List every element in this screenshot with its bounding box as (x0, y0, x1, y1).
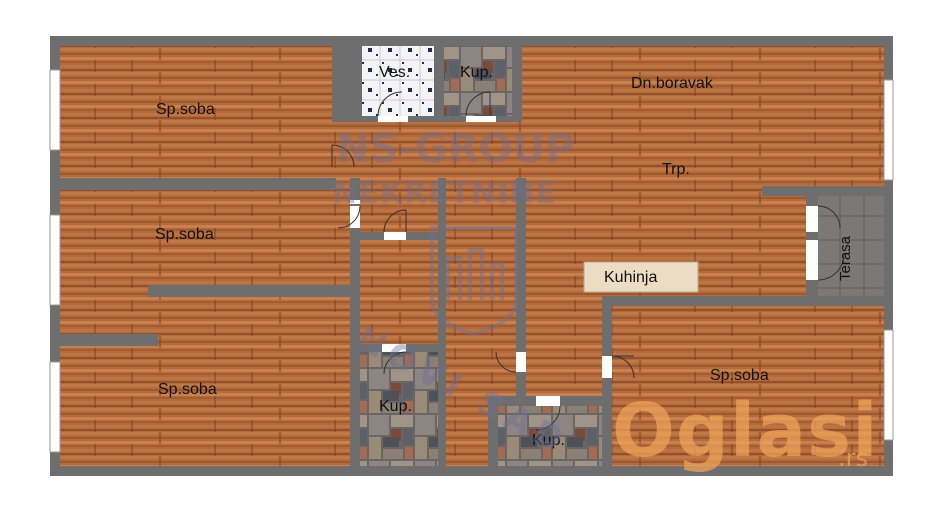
bedroom-top-left-floor (60, 46, 332, 178)
corridor-floor (360, 240, 438, 346)
bathroom-top-floor (444, 46, 512, 116)
door-openings (332, 116, 818, 406)
living-room-floor (522, 46, 884, 186)
label-bathroom-bottom-left: Kup. (379, 398, 412, 415)
bathroom-bottom-center-floor (498, 406, 604, 466)
bedroom-bottom-left-floor (60, 346, 350, 466)
windows (49, 69, 894, 453)
label-bedroom-bottom-left: Sp.soba (158, 381, 217, 398)
oglasi-logo: Oglasi (612, 388, 879, 474)
bedroom-right-floor (612, 306, 884, 466)
label-kitchen: Kuhinja (604, 269, 658, 286)
label-bathroom-bottom-center: Kup. (532, 432, 565, 449)
oglasi-tld: .rs (838, 444, 868, 472)
terrace-floor (818, 196, 884, 296)
label-terrace: Terasa (837, 235, 855, 282)
watermark-line2: NEKRETNINE (332, 176, 557, 211)
laundry-floor (362, 46, 434, 116)
bedroom-bottom-left-floor-ext (158, 297, 350, 357)
watermark-emblem (430, 226, 518, 337)
label-bathroom-top: Kup. (460, 64, 493, 81)
label-living-room: Dn.boravak (631, 75, 713, 92)
label-laundry: Ves. (379, 64, 411, 81)
bathroom-bottom-left-floor (360, 352, 438, 466)
door-swings (331, 91, 845, 431)
label-bedroom-right: Sp.soba (710, 367, 769, 384)
label-bedroom-mid-left: Sp.soba (155, 226, 214, 243)
kitchen-counter (583, 261, 699, 293)
watermark-line1: NS-GROUP (336, 126, 575, 172)
corridor-right-floor (526, 296, 602, 396)
label-dining: Trp. (662, 161, 690, 178)
label-bedroom-top-left: Sp.soba (156, 101, 215, 118)
